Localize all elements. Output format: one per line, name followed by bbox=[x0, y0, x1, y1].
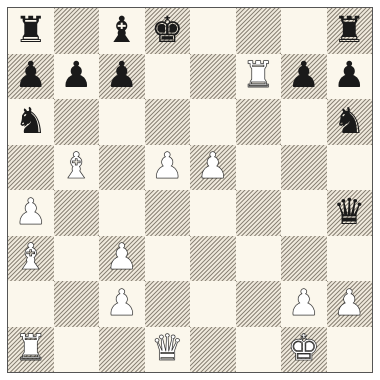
square-b5[interactable]: ♝ bbox=[54, 145, 100, 191]
square-a3[interactable]: ♝ bbox=[8, 236, 54, 282]
white-queen-icon[interactable]: ♛ bbox=[151, 331, 183, 367]
square-c2[interactable]: ♟ bbox=[99, 281, 145, 327]
square-h7[interactable]: ♟ bbox=[327, 54, 373, 100]
white-pawn-icon[interactable]: ♟ bbox=[151, 149, 183, 185]
square-f1[interactable] bbox=[236, 327, 282, 373]
square-f5[interactable] bbox=[236, 145, 282, 191]
black-pawn-icon[interactable]: ♟ bbox=[15, 58, 47, 94]
square-f3[interactable] bbox=[236, 236, 282, 282]
square-d8[interactable]: ♚ bbox=[145, 8, 191, 54]
square-d6[interactable] bbox=[145, 99, 191, 145]
white-rook-icon[interactable]: ♜ bbox=[15, 331, 47, 367]
square-b2[interactable] bbox=[54, 281, 100, 327]
square-a8[interactable]: ♜ bbox=[8, 8, 54, 54]
black-queen-icon[interactable]: ♛ bbox=[333, 195, 365, 231]
square-g6[interactable] bbox=[281, 99, 327, 145]
white-king-icon[interactable]: ♚ bbox=[288, 331, 320, 367]
square-c4[interactable] bbox=[99, 190, 145, 236]
black-pawn-icon[interactable]: ♟ bbox=[288, 58, 320, 94]
white-pawn-icon[interactable]: ♟ bbox=[333, 286, 365, 322]
black-knight-icon[interactable]: ♞ bbox=[15, 104, 47, 140]
square-h6[interactable]: ♞ bbox=[327, 99, 373, 145]
square-c3[interactable]: ♟ bbox=[99, 236, 145, 282]
square-d1[interactable]: ♛ bbox=[145, 327, 191, 373]
square-d7[interactable] bbox=[145, 54, 191, 100]
square-d5[interactable]: ♟ bbox=[145, 145, 191, 191]
square-c8[interactable]: ♝ bbox=[99, 8, 145, 54]
square-d2[interactable] bbox=[145, 281, 191, 327]
white-pawn-icon[interactable]: ♟ bbox=[197, 149, 229, 185]
square-h3[interactable] bbox=[327, 236, 373, 282]
chess-board: ♜ ♝ ♚ ♜ ♟ ♟ ♟ ♜ ♟ ♟ ♞ ♞ ♝ ♟ ♟ ♟ ♛ ♝ ♟ ♟ ♟ ♟ ♜ ♛ ♚ bbox=[7, 7, 373, 373]
square-f7[interactable]: ♜ bbox=[236, 54, 282, 100]
square-e4[interactable] bbox=[190, 190, 236, 236]
white-pawn-icon[interactable]: ♟ bbox=[288, 286, 320, 322]
square-g8[interactable] bbox=[281, 8, 327, 54]
square-a6[interactable]: ♞ bbox=[8, 99, 54, 145]
square-a4[interactable]: ♟ bbox=[8, 190, 54, 236]
square-h2[interactable]: ♟ bbox=[327, 281, 373, 327]
square-h8[interactable]: ♜ bbox=[327, 8, 373, 54]
square-a5[interactable] bbox=[8, 145, 54, 191]
square-b7[interactable]: ♟ bbox=[54, 54, 100, 100]
square-g2[interactable]: ♟ bbox=[281, 281, 327, 327]
square-b3[interactable] bbox=[54, 236, 100, 282]
square-e1[interactable] bbox=[190, 327, 236, 373]
square-h4[interactable]: ♛ bbox=[327, 190, 373, 236]
square-b6[interactable] bbox=[54, 99, 100, 145]
black-knight-icon[interactable]: ♞ bbox=[333, 104, 365, 140]
square-b1[interactable] bbox=[54, 327, 100, 373]
square-e6[interactable] bbox=[190, 99, 236, 145]
white-pawn-icon[interactable]: ♟ bbox=[15, 195, 47, 231]
square-f2[interactable] bbox=[236, 281, 282, 327]
white-pawn-icon[interactable]: ♟ bbox=[106, 286, 138, 322]
square-g7[interactable]: ♟ bbox=[281, 54, 327, 100]
square-b4[interactable] bbox=[54, 190, 100, 236]
white-bishop-icon[interactable]: ♝ bbox=[60, 149, 92, 185]
square-g3[interactable] bbox=[281, 236, 327, 282]
black-pawn-icon[interactable]: ♟ bbox=[60, 58, 92, 94]
square-e2[interactable] bbox=[190, 281, 236, 327]
black-bishop-icon[interactable]: ♝ bbox=[106, 13, 138, 49]
black-pawn-icon[interactable]: ♟ bbox=[106, 58, 138, 94]
white-bishop-icon[interactable]: ♝ bbox=[15, 240, 47, 276]
square-c6[interactable] bbox=[99, 99, 145, 145]
square-g1[interactable]: ♚ bbox=[281, 327, 327, 373]
square-g5[interactable] bbox=[281, 145, 327, 191]
square-e5[interactable]: ♟ bbox=[190, 145, 236, 191]
white-pawn-icon[interactable]: ♟ bbox=[106, 240, 138, 276]
square-e8[interactable] bbox=[190, 8, 236, 54]
white-rook-icon[interactable]: ♜ bbox=[242, 58, 274, 94]
square-f4[interactable] bbox=[236, 190, 282, 236]
square-b8[interactable] bbox=[54, 8, 100, 54]
square-h5[interactable] bbox=[327, 145, 373, 191]
square-c7[interactable]: ♟ bbox=[99, 54, 145, 100]
square-d4[interactable] bbox=[145, 190, 191, 236]
black-rook-icon[interactable]: ♜ bbox=[15, 13, 47, 49]
black-rook-icon[interactable]: ♜ bbox=[333, 13, 365, 49]
square-c5[interactable] bbox=[99, 145, 145, 191]
square-a1[interactable]: ♜ bbox=[8, 327, 54, 373]
black-king-icon[interactable]: ♚ bbox=[151, 13, 183, 49]
square-d3[interactable] bbox=[145, 236, 191, 282]
black-pawn-icon[interactable]: ♟ bbox=[333, 58, 365, 94]
square-f8[interactable] bbox=[236, 8, 282, 54]
square-e7[interactable] bbox=[190, 54, 236, 100]
square-c1[interactable] bbox=[99, 327, 145, 373]
square-g4[interactable] bbox=[281, 190, 327, 236]
square-a7[interactable]: ♟ bbox=[8, 54, 54, 100]
square-a2[interactable] bbox=[8, 281, 54, 327]
square-h1[interactable] bbox=[327, 327, 373, 373]
square-f6[interactable] bbox=[236, 99, 282, 145]
square-e3[interactable] bbox=[190, 236, 236, 282]
